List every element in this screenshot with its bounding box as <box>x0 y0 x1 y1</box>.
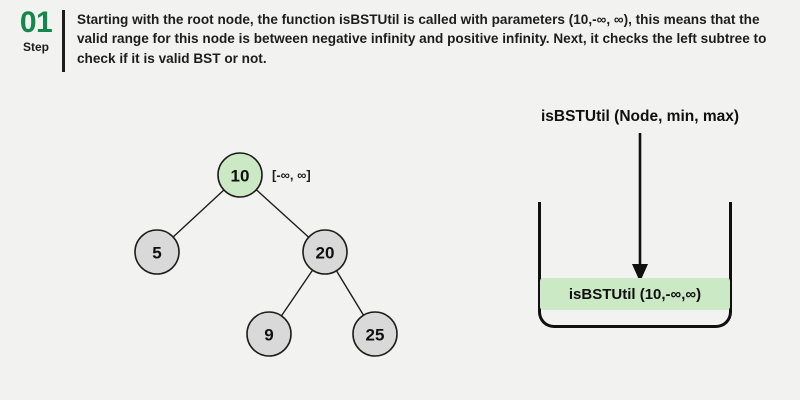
root-range-label: [-∞, ∞] <box>272 168 311 183</box>
tree-node-value: 10 <box>231 167 250 186</box>
tree-node: 20 <box>302 229 348 275</box>
tree-node-circle <box>352 311 398 357</box>
tree-edge <box>172 189 225 238</box>
tree-node-circle <box>302 229 348 275</box>
tree-svg: 10 5 20 9 25 [-∞, ∞] <box>134 152 398 357</box>
tree-node-group: 10 5 20 9 25 <box>134 152 398 357</box>
tree-edge <box>280 269 314 317</box>
tree-node-value: 5 <box>152 244 161 263</box>
step-description: Starting with the root node, the functio… <box>77 12 767 66</box>
tree-edge <box>255 189 310 238</box>
tree-node-value: 20 <box>316 244 335 263</box>
step-badge: 01 Step <box>10 6 62 54</box>
tree-edge-group <box>172 189 365 317</box>
step-header: 01 Step Starting with the root node, the… <box>0 0 800 86</box>
tree-node-circle <box>217 152 263 198</box>
call-arrow-svg <box>632 133 648 282</box>
call-stack-panel: isBSTUtil (Node, min, max) isBSTUtil (10… <box>490 100 790 360</box>
tree-node-circle <box>134 229 180 275</box>
header-divider <box>62 10 65 72</box>
step-number: 01 <box>19 6 53 39</box>
tree-node-value: 9 <box>264 326 273 345</box>
call-stack-container <box>538 202 732 328</box>
tree-node-circle <box>246 311 292 357</box>
tree-node: 10 <box>217 152 263 198</box>
binary-tree-diagram: 10 5 20 9 25 [-∞, ∞] <box>90 130 470 380</box>
tree-node-value: 25 <box>366 326 385 345</box>
step-label: Step <box>22 40 49 54</box>
call-stack-title: isBSTUtil (Node, min, max) <box>540 108 740 125</box>
call-arrow-head <box>632 264 648 282</box>
call-stack-frame: isBSTUtil (10,-∞,∞) <box>540 278 730 310</box>
tree-node: 25 <box>352 311 398 357</box>
tree-node: 9 <box>246 311 292 357</box>
tree-node: 5 <box>134 229 180 275</box>
tree-edge <box>335 270 365 316</box>
